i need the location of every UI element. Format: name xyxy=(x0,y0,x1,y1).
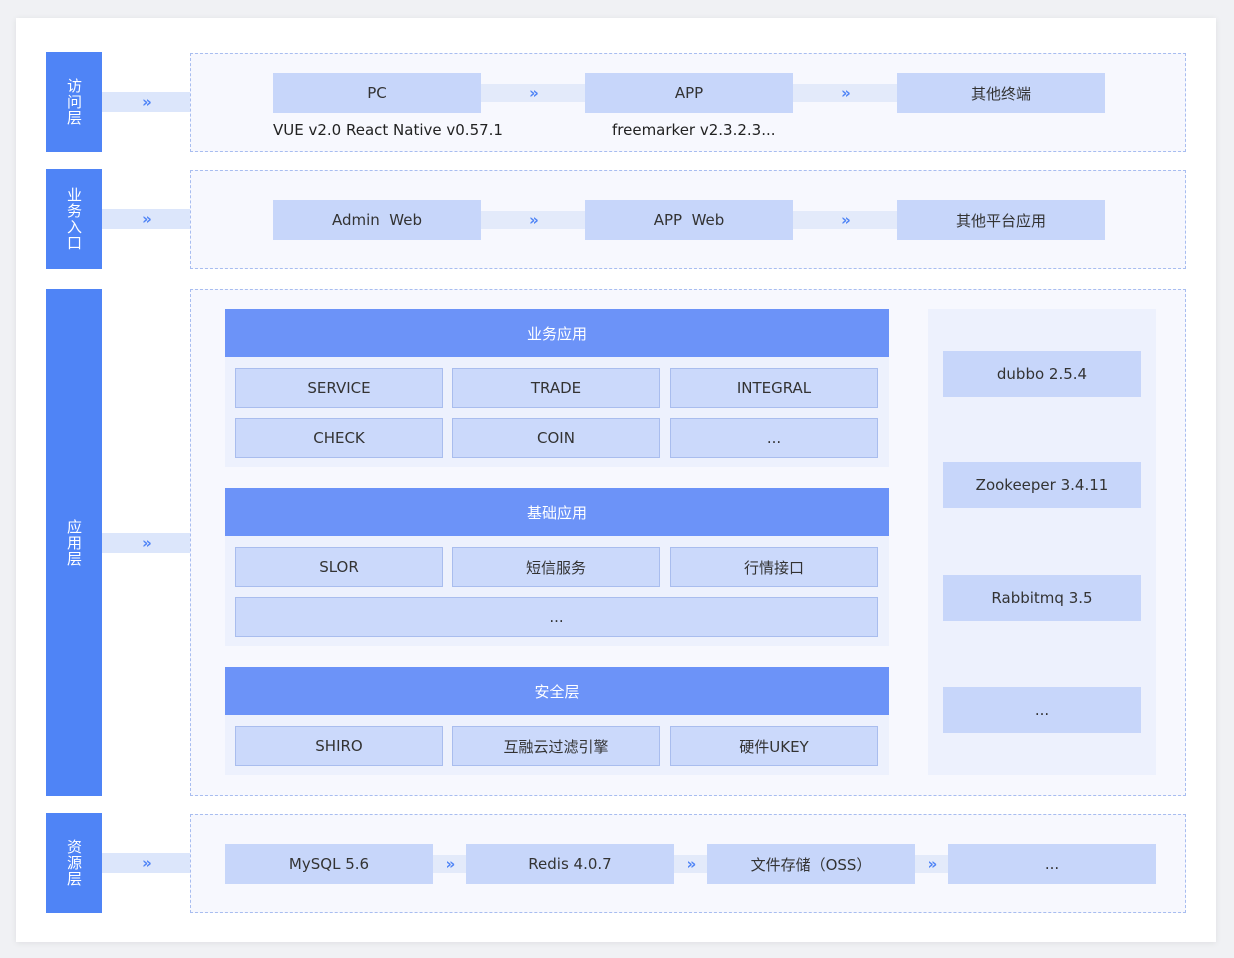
node-rabbitmq: Rabbitmq 3.5 xyxy=(943,575,1141,621)
layer-label-access: 访问层 xyxy=(46,52,102,152)
double-chevron-right-icon: » xyxy=(142,209,152,228)
tech-app: freemarker v2.3.2.3... xyxy=(612,121,776,139)
cell-check: CHECK xyxy=(235,418,443,458)
cell-shiro: SHIRO xyxy=(235,726,443,766)
group-security-title: 安全层 xyxy=(225,667,889,715)
cell-service: SERVICE xyxy=(235,368,443,408)
node-redis: Redis 4.0.7 xyxy=(466,844,674,884)
group-business-apps-title: 业务应用 xyxy=(225,309,889,357)
layer-label-application: 应用层 xyxy=(46,289,102,796)
double-chevron-right-icon: » xyxy=(142,92,152,111)
node-file-storage: 文件存储（OSS） xyxy=(707,844,915,884)
layer-label-access-text: 访问层 xyxy=(65,78,83,126)
node-pc: PC xyxy=(273,73,481,113)
node-more: ... xyxy=(943,687,1141,733)
cell-trade: TRADE xyxy=(452,368,660,408)
layer-label-business-entry-text: 业务入口 xyxy=(65,187,83,251)
layer-label-resource-text: 资源层 xyxy=(65,839,83,887)
group-security: 安全层 SHIRO 互融云过滤引擎 硬件UKEY xyxy=(225,667,889,775)
node-app: APP xyxy=(585,73,793,113)
row-connector: » xyxy=(433,855,466,873)
cell-filter-engine: 互融云过滤引擎 xyxy=(452,726,660,766)
double-chevron-right-icon: » xyxy=(841,83,851,102)
double-chevron-right-icon: » xyxy=(529,83,539,102)
cell-hardware-ukey: 硬件UKEY xyxy=(670,726,878,766)
cell-sms-service: 短信服务 xyxy=(452,547,660,587)
group-base-apps: 基础应用 SLOR 短信服务 行情接口 ... xyxy=(225,488,889,646)
layer-label-application-text: 应用层 xyxy=(65,518,83,567)
row-connector: » xyxy=(793,84,897,102)
cell-more: ... xyxy=(670,418,878,458)
row-connector: » xyxy=(481,84,585,102)
cell-more: ... xyxy=(235,597,878,637)
row-connector: » xyxy=(674,855,707,873)
group-base-apps-title: 基础应用 xyxy=(225,488,889,536)
node-zookeeper: Zookeeper 3.4.11 xyxy=(943,462,1141,508)
connector-access: » xyxy=(102,92,190,112)
group-business-apps: 业务应用 SERVICE TRADE INTEGRAL CHECK COIN .… xyxy=(225,309,889,467)
row-connector: » xyxy=(793,211,897,229)
node-app-web: APP Web xyxy=(585,200,793,240)
node-dubbo: dubbo 2.5.4 xyxy=(943,351,1141,397)
node-mysql: MySQL 5.6 xyxy=(225,844,433,884)
row-connector: » xyxy=(915,855,948,873)
double-chevron-right-icon: » xyxy=(686,854,697,873)
connector-application: » xyxy=(102,533,190,553)
connector-resource: » xyxy=(102,853,190,873)
cell-integral: INTEGRAL xyxy=(670,368,878,408)
node-more: ... xyxy=(948,844,1156,884)
double-chevron-right-icon: » xyxy=(841,210,851,229)
double-chevron-right-icon: » xyxy=(445,854,456,873)
node-other-terminal: 其他终端 xyxy=(897,73,1105,113)
cell-market-api: 行情接口 xyxy=(670,547,878,587)
middleware-column: dubbo 2.5.4 Zookeeper 3.4.11 Rabbitmq 3.… xyxy=(928,309,1156,775)
node-admin-web: Admin Web xyxy=(273,200,481,240)
node-other-platform: 其他平台应用 xyxy=(897,200,1105,240)
cell-slor: SLOR xyxy=(235,547,443,587)
layer-label-business-entry: 业务入口 xyxy=(46,169,102,269)
connector-business-entry: » xyxy=(102,209,190,229)
tech-pc: VUE v2.0 React Native v0.57.1 xyxy=(273,121,503,139)
cell-coin: COIN xyxy=(452,418,660,458)
row-connector: » xyxy=(481,211,585,229)
double-chevron-right-icon: » xyxy=(142,533,152,552)
double-chevron-right-icon: » xyxy=(529,210,539,229)
layer-label-resource: 资源层 xyxy=(46,813,102,913)
double-chevron-right-icon: » xyxy=(927,854,938,873)
double-chevron-right-icon: » xyxy=(142,853,152,872)
